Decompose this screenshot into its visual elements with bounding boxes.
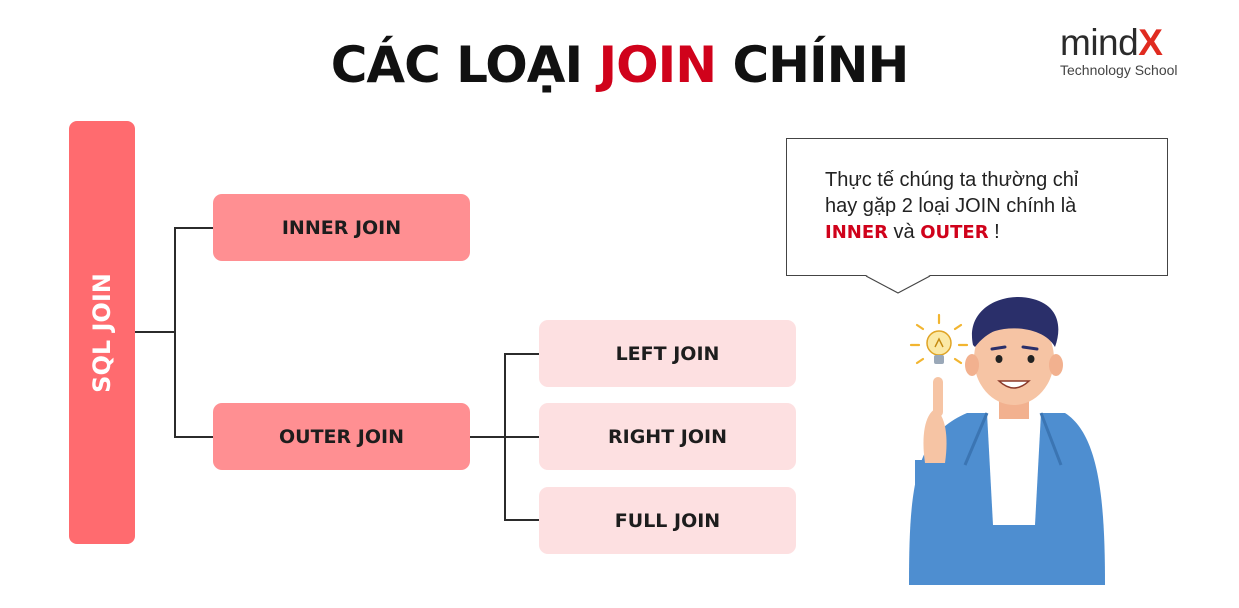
node-right-join: RIGHT JOIN xyxy=(539,403,796,470)
logo-mind: mind xyxy=(1060,22,1139,63)
node-left-join: LEFT JOIN xyxy=(539,320,796,387)
slide-title: CÁC LOẠI JOIN CHÍNH xyxy=(0,36,1239,94)
logo-wordmark: mindX xyxy=(1060,24,1200,62)
lightbulb-icon xyxy=(909,313,969,365)
connector-to-left xyxy=(504,353,540,355)
logo-subtitle: Technology School xyxy=(1060,62,1178,78)
connector-to-outer xyxy=(174,436,214,438)
bubble-line-1: Thực tế chúng ta thường chỉ xyxy=(825,169,1079,191)
connector-to-inner xyxy=(174,227,214,229)
title-accent: JOIN xyxy=(598,36,717,94)
title-part1: CÁC LOẠI xyxy=(330,36,599,94)
root-node-sql-join: SQL JOIN xyxy=(69,121,135,544)
bubble-line-2: hay gặp 2 loại JOIN chính là xyxy=(825,195,1077,217)
node-outer-join: OUTER JOIN xyxy=(213,403,470,470)
bubble-inner: INNER xyxy=(825,222,888,243)
bubble-end: ! xyxy=(988,221,1000,243)
logo-x: X xyxy=(1138,22,1163,63)
title-part2: CHÍNH xyxy=(716,36,909,94)
node-full-join: FULL JOIN xyxy=(539,487,796,554)
speech-bubble-text: Thực tế chúng ta thường chỉ hay gặp 2 lo… xyxy=(825,167,1145,246)
bubble-line-3: INNER và OUTER ! xyxy=(825,219,1145,246)
connector-root-stem xyxy=(135,331,175,333)
bubble-outer: OUTER xyxy=(920,222,989,243)
node-inner-join: INNER JOIN xyxy=(213,194,470,261)
bubble-and: và xyxy=(887,221,921,243)
connector-root-vertical xyxy=(174,227,176,437)
person-illustration xyxy=(909,296,1105,585)
speech-bubble: Thực tế chúng ta thường chỉ hay gặp 2 lo… xyxy=(786,138,1168,276)
connector-to-right xyxy=(504,436,540,438)
root-node-label: SQL JOIN xyxy=(88,272,116,393)
connector-outer-stem xyxy=(470,436,506,438)
mindx-logo: mindX Technology School xyxy=(1060,24,1200,79)
connector-to-full xyxy=(504,519,540,521)
